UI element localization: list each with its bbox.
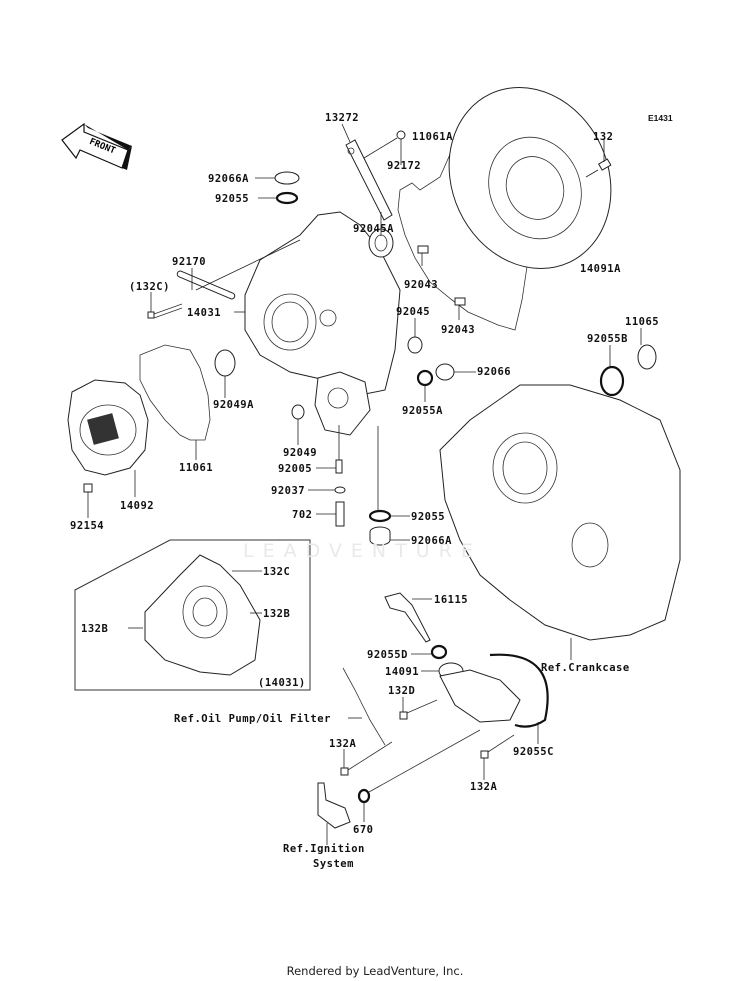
part-92055B-oring (599, 365, 625, 397)
part-92043-dowel (417, 245, 429, 254)
callout-92154[interactable]: 92154 (70, 520, 105, 532)
callout-92049A[interactable]: 92049A (213, 399, 254, 411)
callout-92055A[interactable]: 92055A (402, 405, 443, 417)
callout-132C[interactable]: 132C (263, 566, 291, 578)
callout-92043-a[interactable]: 92043 (404, 279, 439, 291)
part-14091A-plate (448, 86, 612, 270)
part-92055D-oring (430, 644, 448, 660)
part-92045A-bearing (368, 212, 394, 258)
callout-92066A-top[interactable]: 92066A (208, 173, 249, 185)
part-crankcase-ref (439, 384, 681, 660)
callout-132C-ref[interactable]: (132C) (129, 281, 170, 293)
diagram-code: E1431 (648, 113, 673, 123)
part-13272-plate (341, 123, 393, 221)
callout-92055B[interactable]: 92055B (587, 333, 628, 345)
part-ignition-sensor-ref (317, 782, 351, 829)
callout-92045A[interactable]: 92045A (353, 223, 394, 235)
callout-14092[interactable]: 14092 (120, 500, 155, 512)
callout-13272[interactable]: 13272 (325, 112, 360, 124)
callout-16115[interactable]: 16115 (434, 594, 469, 606)
part-132C-bolt (147, 292, 183, 319)
part-14092-cover (67, 379, 149, 497)
part-132-bolt (585, 138, 612, 178)
part-92049A-seal (214, 349, 236, 377)
callout-92172[interactable]: 92172 (387, 160, 422, 172)
callout-702[interactable]: 702 (292, 509, 313, 521)
callout-92066[interactable]: 92066 (477, 366, 512, 378)
inset-box (74, 539, 311, 691)
inset-ref-14031: (14031) (258, 677, 306, 689)
callout-ref-crankcase[interactable]: Ref.Crankcase (541, 662, 630, 674)
callout-670[interactable]: 670 (353, 824, 374, 836)
part-92154-bolt (83, 483, 93, 493)
part-670-oring (357, 788, 371, 804)
callout-132A-right[interactable]: 132A (470, 781, 498, 793)
callout-132A-left[interactable]: 132A (329, 738, 357, 750)
part-92066-plug (435, 363, 455, 381)
callout-92055-top[interactable]: 92055 (215, 193, 250, 205)
part-92049-seal (291, 404, 305, 420)
callout-ref-ignition-system[interactable]: System (313, 858, 354, 870)
part-92055-oring-mid (368, 509, 392, 523)
part-92055-oring (275, 191, 299, 205)
part-92005-fitting (335, 459, 343, 474)
callout-132B-right[interactable]: 132B (263, 608, 291, 620)
callout-92170[interactable]: 92170 (172, 256, 207, 268)
part-132A-bolt (340, 767, 349, 776)
callout-11065[interactable]: 11065 (625, 316, 660, 328)
callout-92055-mid[interactable]: 92055 (411, 511, 446, 523)
callout-132[interactable]: 132 (593, 131, 614, 143)
callout-132D[interactable]: 132D (388, 685, 416, 697)
part-92043-dowel (454, 297, 466, 306)
part-11061-gasket (139, 344, 211, 441)
part-11065-seal (637, 344, 657, 370)
callout-11061A[interactable]: 11061A (412, 131, 453, 143)
callout-92055D[interactable]: 92055D (367, 649, 408, 661)
part-14091-housing (421, 662, 521, 723)
part-92045-bearing (407, 336, 423, 354)
callout-ref-oil-pump[interactable]: Ref.Oil Pump/Oil Filter (174, 713, 331, 725)
callout-11061[interactable]: 11061 (179, 462, 214, 474)
watermark: LEADVENTURE (243, 540, 482, 562)
callout-92055C[interactable]: 92055C (513, 746, 554, 758)
callout-92037[interactable]: 92037 (271, 485, 306, 497)
callout-14031[interactable]: 14031 (187, 307, 222, 319)
part-92066A-cap (274, 171, 300, 185)
callout-92043-b[interactable]: 92043 (441, 324, 476, 336)
callout-92049[interactable]: 92049 (283, 447, 318, 459)
front-arrow-icon: FRONT (61, 122, 132, 170)
callout-92066A-mid[interactable]: 92066A (411, 535, 452, 547)
part-702-pipe (335, 501, 345, 527)
callout-14091[interactable]: 14091 (385, 666, 420, 678)
part-14031-cover (234, 211, 401, 436)
callout-14091A[interactable]: 14091A (580, 263, 621, 275)
callout-ref-ignition[interactable]: Ref.Ignition (283, 843, 365, 855)
part-92055A-oring (416, 369, 434, 387)
part-92037-clip (334, 486, 346, 494)
part-16115-dipstick (384, 592, 431, 643)
part-92170-strap (176, 239, 301, 300)
part-132A-bolt (480, 750, 489, 759)
footer-credit: Rendered by LeadVenture, Inc. (286, 964, 464, 978)
part-92172-bolt (363, 130, 406, 165)
part-132D-bolt (399, 711, 408, 720)
callout-92005[interactable]: 92005 (278, 463, 313, 475)
part-92055C-oring (489, 653, 549, 728)
part-oil-pipe-ref (342, 667, 386, 746)
callout-132B-left[interactable]: 132B (81, 623, 109, 635)
callout-92045[interactable]: 92045 (396, 306, 431, 318)
